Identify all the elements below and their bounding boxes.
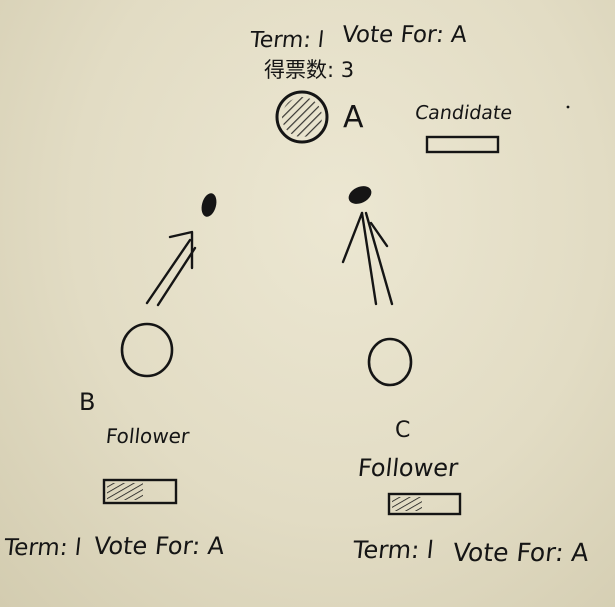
node-a-term-label: Term: l xyxy=(248,28,326,53)
node-b-circle xyxy=(120,322,174,378)
vote-message-from-c xyxy=(348,186,372,204)
node-b-vote-label: Vote For: A xyxy=(92,532,226,560)
ink-dot xyxy=(566,105,570,109)
node-b-term-label: Term: l xyxy=(2,535,83,561)
node-c-role-label: Follower xyxy=(356,454,460,482)
node-c-vote-label: Vote For: A xyxy=(451,538,591,567)
node-b-role-label: Follower xyxy=(104,424,191,448)
node-c-term-label: Term: l xyxy=(351,536,436,564)
node-a-role-label: Candidate xyxy=(413,102,514,124)
node-a-name: A xyxy=(343,100,364,135)
node-c-progress-bar xyxy=(387,492,462,516)
node-b-name: B xyxy=(79,388,96,416)
node-a-vote-label: Vote For: A xyxy=(340,22,469,48)
node-a-progress-bar xyxy=(425,135,500,154)
arrow-b-to-a xyxy=(145,230,197,307)
node-c-circle xyxy=(367,337,413,387)
node-b-progress-bar xyxy=(102,478,178,505)
node-c-name: C xyxy=(395,418,411,443)
arrow-c-to-a xyxy=(341,211,394,306)
vote-message-from-b xyxy=(201,193,217,217)
node-a-votes-count-label: 得票数: 3 xyxy=(264,58,355,82)
node-a-circle xyxy=(275,90,329,144)
